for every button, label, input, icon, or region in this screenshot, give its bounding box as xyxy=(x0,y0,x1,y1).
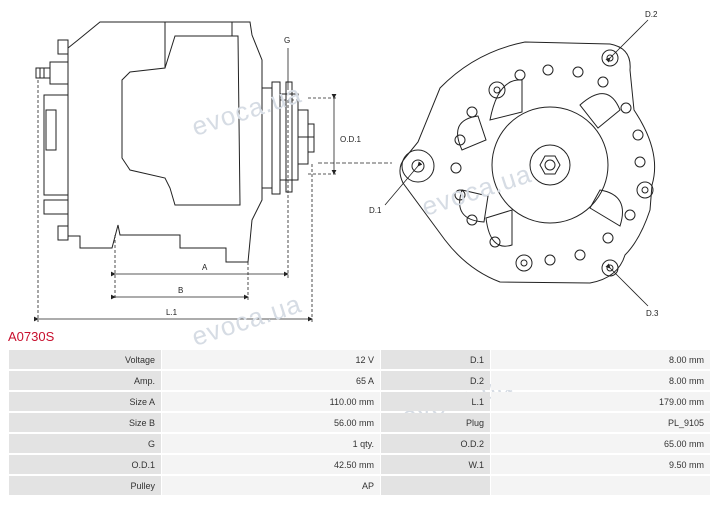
spec-value: 8.00 mm xyxy=(491,350,710,369)
spec-label xyxy=(381,476,490,495)
alternator-side-view xyxy=(35,21,315,263)
table-row: Pulley AP xyxy=(9,476,710,495)
spec-label: Amp. xyxy=(9,371,161,390)
spec-label: Size B xyxy=(9,413,161,432)
d2-label: D.2 xyxy=(645,10,658,19)
spec-label: O.D.2 xyxy=(381,434,490,453)
spec-label: Plug xyxy=(381,413,490,432)
spec-value: 1 qty. xyxy=(162,434,380,453)
table-row: Amp. 65 A D.2 8.00 mm xyxy=(9,371,710,390)
spec-value: 42.50 mm xyxy=(162,455,380,474)
spec-label: L.1 xyxy=(381,392,490,411)
table-row: O.D.1 42.50 mm W.1 9.50 mm xyxy=(9,455,710,474)
spec-value: PL_9105 xyxy=(491,413,710,432)
table-row: G 1 qty. O.D.2 65.00 mm xyxy=(9,434,710,453)
a-label: A xyxy=(202,263,208,272)
table-row: Size A 110.00 mm L.1 179.00 mm xyxy=(9,392,710,411)
od1-label: O.D.1 xyxy=(340,135,361,144)
d1-label: D.1 xyxy=(369,206,382,215)
spec-label: D.1 xyxy=(381,350,490,369)
dimension-lines xyxy=(34,48,392,322)
spec-value: AP xyxy=(162,476,380,495)
spec-value xyxy=(491,476,710,495)
spec-value: 179.00 mm xyxy=(491,392,710,411)
spec-value: 8.00 mm xyxy=(491,371,710,390)
spec-value: 110.00 mm xyxy=(162,392,380,411)
spec-value: 65 A xyxy=(162,371,380,390)
spec-value: 56.00 mm xyxy=(162,413,380,432)
spec-label: Voltage xyxy=(9,350,161,369)
spec-value: 65.00 mm xyxy=(491,434,710,453)
spec-table: Voltage 12 V D.1 8.00 mm Amp. 65 A D.2 8… xyxy=(8,348,711,497)
front-view-leaders xyxy=(384,19,649,307)
spec-label: Size A xyxy=(9,392,161,411)
d3-label: D.3 xyxy=(646,309,659,318)
part-number: A0730S xyxy=(8,329,55,344)
spec-label: W.1 xyxy=(381,455,490,474)
technical-drawing: G O.D.1 A B L.1 xyxy=(34,10,659,322)
spec-value: 9.50 mm xyxy=(491,455,710,474)
b-label: B xyxy=(178,286,183,295)
spec-label: O.D.1 xyxy=(9,455,161,474)
spec-label: G xyxy=(9,434,161,453)
spec-label: D.2 xyxy=(381,371,490,390)
table-row: Size B 56.00 mm Plug PL_9105 xyxy=(9,413,710,432)
spec-label: Pulley xyxy=(9,476,161,495)
g-label: G xyxy=(284,36,290,45)
l1-label: L.1 xyxy=(166,308,178,317)
table-row: Voltage 12 V D.1 8.00 mm xyxy=(9,350,710,369)
spec-value: 12 V xyxy=(162,350,380,369)
alternator-front-view xyxy=(399,41,656,284)
